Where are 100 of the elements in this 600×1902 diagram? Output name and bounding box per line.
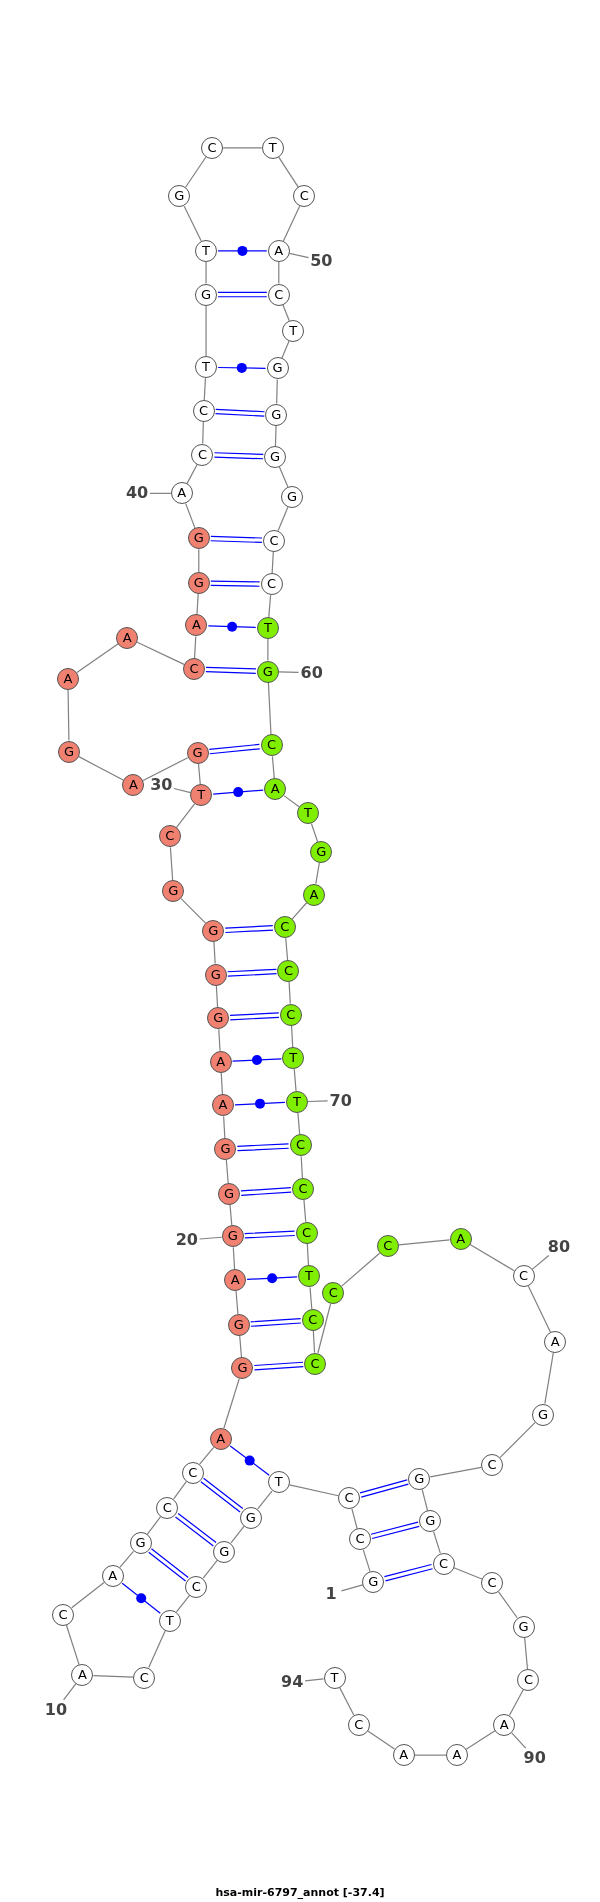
nucleotide-circle: G	[195, 283, 218, 306]
backbone-line	[414, 1754, 447, 1756]
base-pair-bond	[227, 968, 278, 977]
base-pair-bond	[253, 1361, 304, 1371]
base-pair-bond	[224, 925, 274, 934]
nucleotide-circle: G	[231, 1357, 254, 1380]
nucleotide-circle: G	[168, 185, 191, 208]
nucleotide-circle: C	[260, 573, 283, 596]
base-pair-bond	[214, 408, 266, 417]
backbone-line	[508, 1689, 524, 1716]
backbone-line	[220, 1072, 223, 1096]
backbone-line	[433, 1531, 441, 1554]
backbone-line	[202, 421, 204, 445]
base-pair-bond	[359, 1479, 409, 1498]
nucleotide-circle: G	[266, 357, 289, 380]
backbone-line	[544, 1352, 554, 1405]
leader-line	[173, 787, 192, 794]
backbone-line	[524, 1637, 529, 1670]
nucleotide-circle: C	[517, 1669, 540, 1691]
backbone-line	[223, 1378, 240, 1429]
backbone-line	[71, 1581, 105, 1609]
backbone-line	[136, 641, 185, 665]
backbone-line	[288, 1484, 339, 1497]
position-number: 10	[44, 1701, 67, 1720]
leader-line	[307, 1100, 329, 1103]
backbone-line	[288, 981, 291, 1005]
nucleotide-circle: G	[186, 741, 209, 764]
backbone-line	[175, 1594, 191, 1613]
base-pair-bond	[383, 1563, 434, 1582]
nucleotide-circle: G	[264, 445, 287, 468]
nucleotide-circle: C	[292, 1178, 314, 1201]
backbone-line	[203, 377, 207, 401]
backbone-line	[497, 1591, 518, 1619]
base-pair-bond	[174, 1512, 217, 1547]
nucleotide-circle: C	[133, 1666, 156, 1689]
backbone-line	[268, 594, 272, 618]
backbone-line	[180, 898, 207, 924]
backbone-line	[67, 689, 70, 742]
nucleotide-circle: C	[273, 916, 296, 939]
nucleotide-circle: T	[190, 784, 213, 807]
leader-line	[531, 1254, 550, 1270]
nucleotide-circle: G	[202, 919, 225, 942]
nucleotide-circle: A	[170, 482, 193, 505]
backbone-line	[282, 304, 290, 322]
backbone-line	[283, 795, 300, 808]
nucleotide-circle: G	[129, 1532, 152, 1554]
nucleotide-circle: G	[227, 1313, 250, 1336]
backbone-line	[196, 593, 199, 616]
position-number: 20	[175, 1231, 198, 1249]
nucleotide-circle: C	[349, 1528, 371, 1551]
nucleotide-circle: T	[267, 1471, 290, 1494]
nucleotide-circle: C	[304, 1352, 327, 1375]
backbone-line	[142, 757, 189, 782]
nucleotide-circle: C	[481, 1572, 504, 1594]
backbone-line	[285, 937, 289, 961]
nucleotide-circle: G	[281, 485, 304, 508]
backbone-line	[453, 1567, 483, 1580]
nucleotide-circle: C	[191, 443, 214, 466]
backbone-line	[362, 1549, 371, 1572]
backbone-line	[92, 1675, 134, 1678]
backbone-line	[169, 846, 174, 881]
backbone-line	[281, 340, 290, 359]
nucleotide-circle: C	[432, 1552, 455, 1575]
base-pair-bond	[148, 1548, 189, 1582]
backbone-line	[291, 902, 308, 920]
nucleotide-circle: C	[293, 185, 316, 208]
position-number: 90	[523, 1748, 546, 1767]
leader-line	[511, 1732, 527, 1749]
backbone-line	[465, 1730, 496, 1750]
nucleotide-circle: C	[301, 1309, 324, 1331]
nucleotide-circle: T	[282, 1047, 305, 1070]
base-pair-bond	[121, 1582, 161, 1614]
backbone-line	[277, 506, 289, 532]
backbone-line	[65, 1624, 80, 1666]
backbone-line	[278, 261, 280, 285]
nucleotide-circle: G	[265, 403, 288, 426]
position-number: 94	[281, 1673, 304, 1692]
nucleotide-circle: T	[298, 1265, 321, 1288]
nucleotide-circle: C	[52, 1603, 74, 1626]
backbone-line	[317, 1303, 332, 1354]
base-pair-bond	[205, 666, 257, 674]
backbone-line	[310, 823, 319, 843]
nucleotide-circle: C	[322, 1282, 345, 1305]
backbone-line	[398, 1239, 451, 1246]
backbone-line	[193, 635, 197, 659]
nucleotide-circle: T	[195, 239, 218, 262]
leader-line	[304, 1678, 325, 1682]
base-pair-bond	[217, 245, 268, 256]
nucleotide-circle: A	[101, 1564, 124, 1587]
backbone-line	[257, 1490, 273, 1510]
nucleotide-circle: C	[181, 1461, 204, 1484]
base-pair-bond	[370, 1521, 420, 1540]
backbone-line	[119, 1550, 135, 1568]
nucleotide-circle: A	[493, 1713, 516, 1736]
backbone-line	[297, 1112, 301, 1136]
backbone-line	[184, 156, 207, 188]
backbone-line	[202, 1559, 218, 1579]
nucleotide-circle: C	[338, 1487, 361, 1510]
backbone-line	[274, 424, 277, 447]
position-number: 30	[150, 776, 173, 795]
